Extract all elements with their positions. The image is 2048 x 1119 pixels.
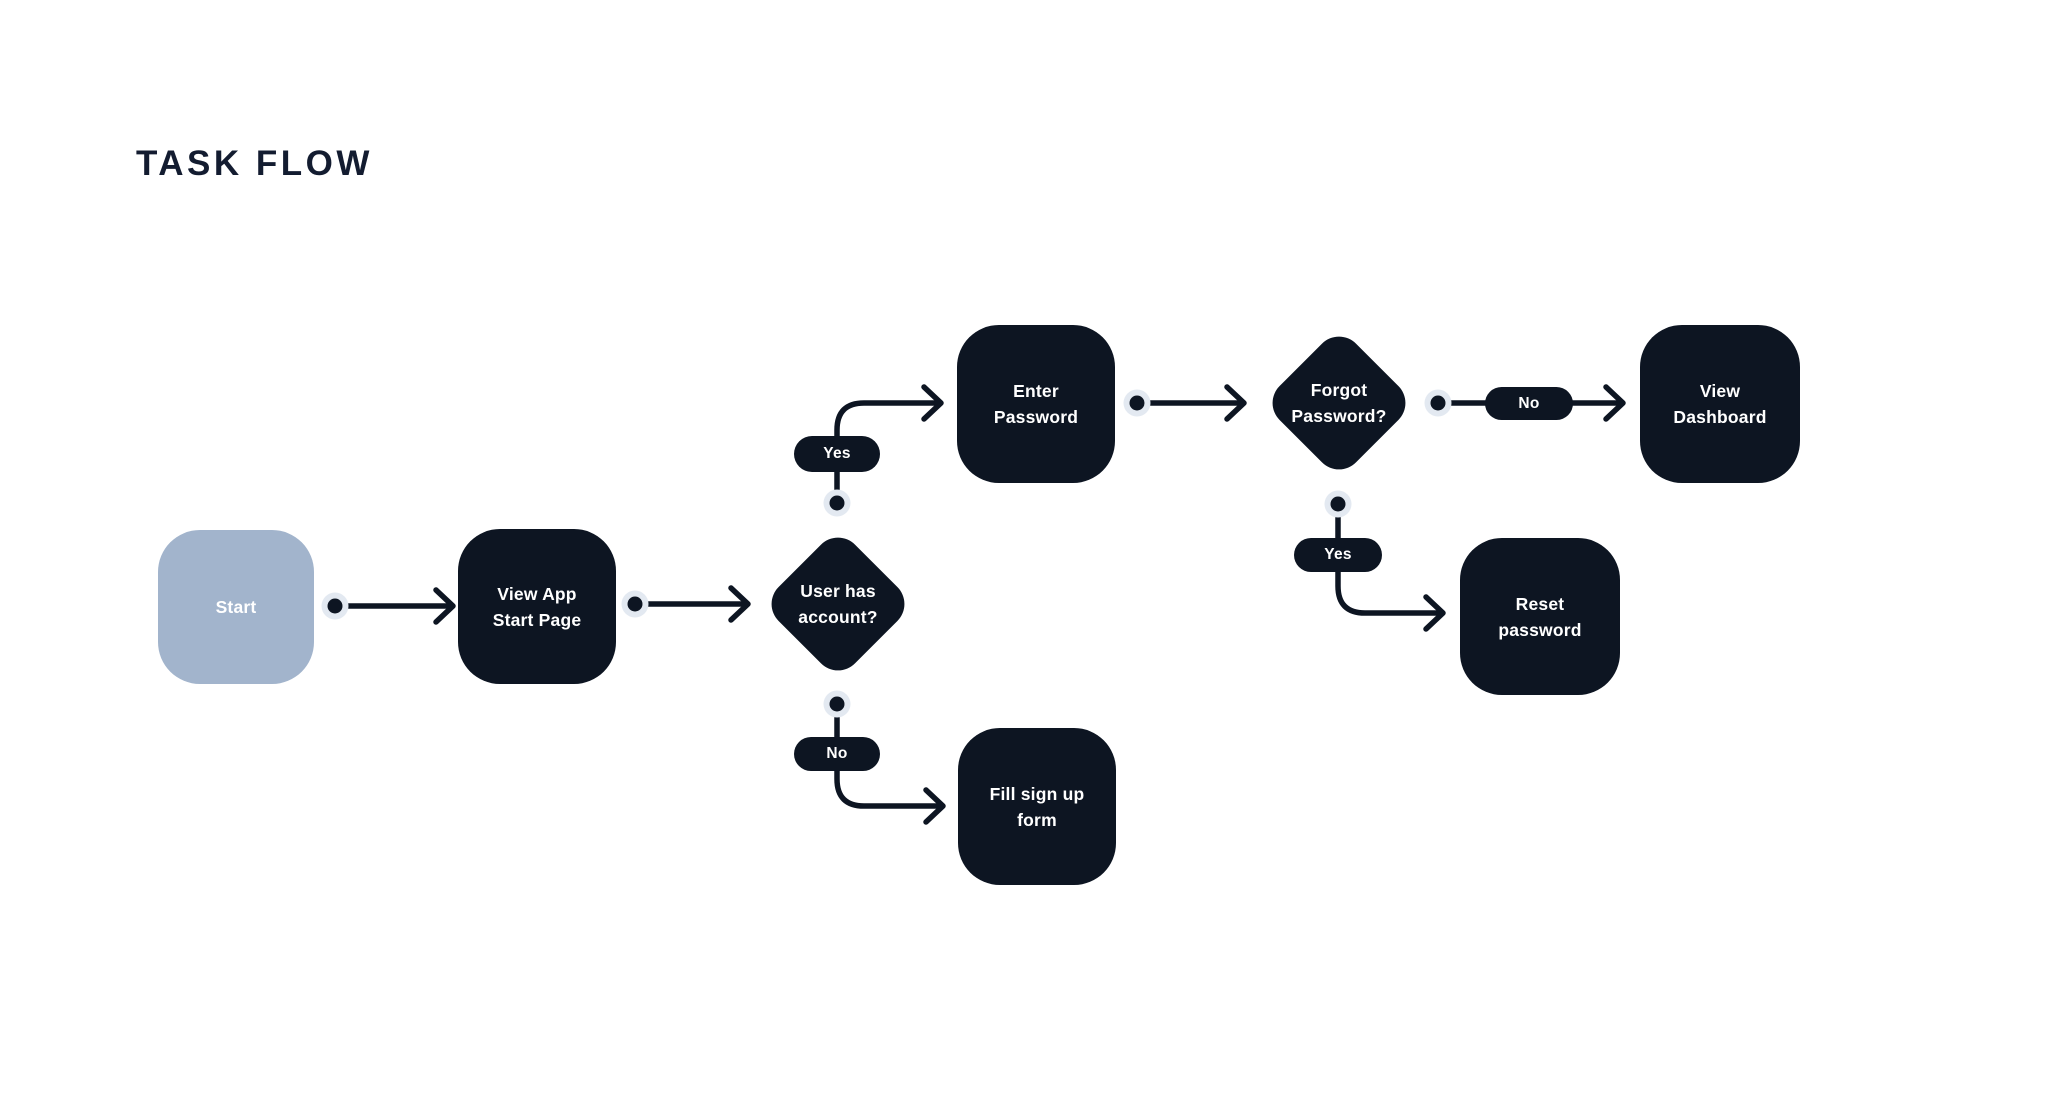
connector-dot: [627, 596, 643, 612]
connector-view-app-to-user-has-account: [621, 585, 751, 623]
node-label-line1: View App: [497, 583, 577, 604]
connector-forgot-password-yes-to-reset-password: [1324, 490, 1446, 632]
edge-label-yes-forgot[interactable]: Yes: [1294, 538, 1382, 572]
connector-start-to-view-app: [321, 587, 456, 625]
arrow-head-icon: [921, 384, 944, 422]
page-title: TASK FLOW: [136, 144, 373, 183]
decision-forgot-password[interactable]: Forgot Password?: [1262, 326, 1416, 480]
node-reset-password[interactable]: Reset password: [1460, 538, 1620, 695]
node-label-line1: View: [1699, 381, 1741, 401]
arrow-head-icon: [728, 585, 751, 623]
node-view-app-start-page[interactable]: View App Start Page: [458, 529, 616, 684]
edge-label-yes-account[interactable]: Yes: [794, 436, 880, 472]
connector-dot: [1330, 496, 1346, 512]
node-label-line2: account?: [798, 607, 878, 627]
arrow-head-icon: [433, 587, 456, 625]
connector-dot: [1430, 395, 1446, 411]
node-view-dashboard[interactable]: View Dashboard: [1640, 325, 1800, 483]
node-label-line1: Reset: [1515, 593, 1565, 614]
arrow-head-icon: [1224, 384, 1247, 422]
node-label-line1: Fill sign up: [989, 783, 1085, 804]
arrow-head-icon: [1603, 384, 1626, 422]
connector-user-has-account-no-to-fill-signup: [823, 690, 946, 825]
node-label-line1: Enter: [1013, 381, 1059, 401]
connector-dot: [1129, 395, 1145, 411]
node-label-line1: User has: [800, 581, 876, 601]
connector-dot: [829, 495, 845, 511]
node-start[interactable]: Start: [158, 530, 314, 684]
arrow-head-icon: [1423, 594, 1446, 632]
node-label-line2: Password: [993, 407, 1079, 427]
node-enter-password[interactable]: Enter Password: [957, 325, 1115, 483]
connector-dot: [829, 696, 845, 712]
arrow-head-icon: [923, 787, 946, 825]
node-label: Start: [215, 597, 257, 617]
node-label-line2: Start Page: [492, 609, 582, 630]
node-label-line2: password: [1498, 619, 1582, 640]
edge-label-no-forgot[interactable]: No: [1485, 387, 1573, 420]
node-label-line2: Dashboard: [1673, 407, 1767, 427]
node-label-line1: Forgot: [1310, 380, 1368, 400]
decision-user-has-account[interactable]: User has account?: [761, 527, 915, 681]
node-label-line2: Password?: [1291, 406, 1387, 426]
connector-enter-password-to-forgot-password: [1123, 384, 1247, 422]
node-fill-sign-up-form[interactable]: Fill sign up form: [958, 728, 1116, 885]
edge-label-no-account[interactable]: No: [794, 737, 880, 771]
connector-user-has-account-yes-to-enter-password: [823, 384, 944, 517]
node-label-line2: form: [1017, 809, 1057, 830]
connector-dot: [327, 598, 343, 614]
